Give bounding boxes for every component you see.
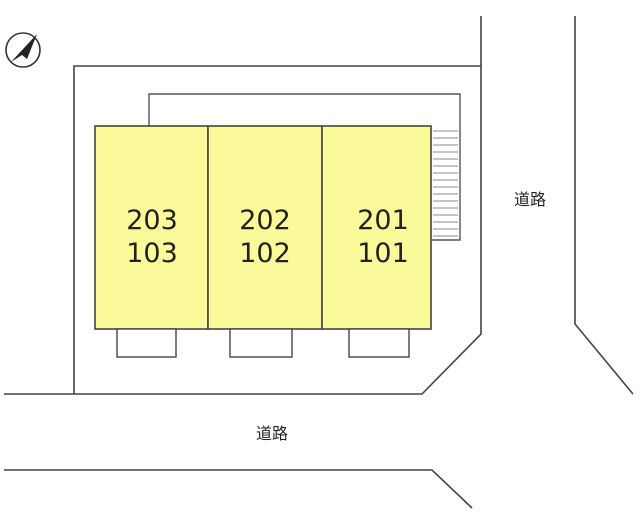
entrance-steps xyxy=(116,328,410,358)
building xyxy=(94,125,432,330)
site-boundary xyxy=(4,16,634,509)
staircase xyxy=(433,130,458,237)
rear-corridor-outline xyxy=(148,93,461,241)
step-103 xyxy=(116,328,177,358)
unit-203-103 xyxy=(94,125,209,330)
unit-label-upper: 202 xyxy=(239,205,291,236)
road-label-east: 道路 xyxy=(514,190,546,209)
unit-label-lower: 102 xyxy=(239,238,291,269)
step-101 xyxy=(348,328,410,358)
unit-label-upper: 203 xyxy=(126,205,178,236)
north-arrow-icon xyxy=(5,32,41,68)
road-label-south: 道路 xyxy=(256,424,288,443)
unit-label-upper: 201 xyxy=(357,205,409,236)
unit-201-101 xyxy=(321,125,432,330)
unit-202-102 xyxy=(207,125,323,330)
unit-label-lower: 103 xyxy=(126,238,178,269)
step-102 xyxy=(229,328,293,358)
unit-label-lower: 101 xyxy=(357,238,409,269)
